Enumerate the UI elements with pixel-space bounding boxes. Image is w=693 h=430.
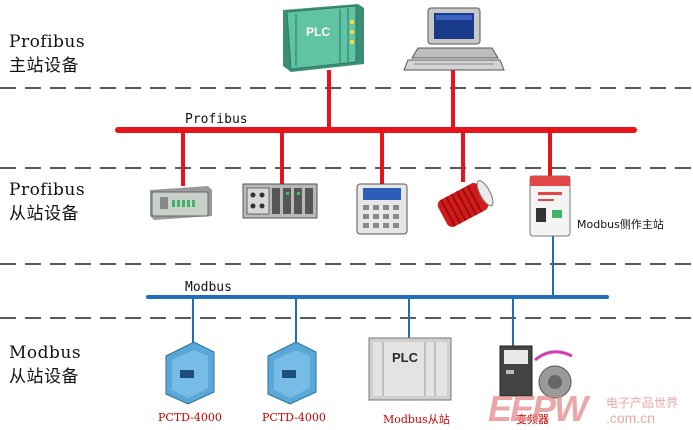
modular-plc-icon: [242, 183, 318, 219]
gateway-caption: Modbus侧作主站: [577, 218, 664, 231]
tier-label-master-line1: Profibus: [9, 32, 86, 52]
io-module-icon: [150, 186, 212, 220]
hmi-panel-icon: [356, 183, 408, 235]
tier-label-modbus-line1: Modbus: [9, 343, 82, 363]
device-caption-pctd-2: PCTD-4000: [262, 411, 326, 424]
gateway-icon: [529, 175, 571, 237]
device-caption-modbus-slave: Modbus从站: [383, 413, 450, 426]
watermark-logo: EEPW: [488, 388, 588, 429]
profibus-bus: [115, 70, 637, 186]
computer-icon: [403, 7, 505, 71]
tier-label-modbus: Modbus 从站设备: [9, 341, 81, 389]
motor-icon: [437, 180, 494, 227]
modbus-bus: [146, 236, 609, 346]
plc-master-label: PLC: [306, 25, 330, 39]
tier-label-master-line2: 主站设备: [9, 56, 79, 76]
modbus-bus-label: Modbus: [185, 280, 232, 295]
device-caption-pctd-1: PCTD-4000: [158, 411, 222, 424]
plc-slave-label: PLC: [392, 350, 419, 365]
plc-master-icon: PLC: [283, 4, 364, 72]
vfd-drive-icon: [499, 345, 573, 399]
tier-label-modbus-line2: 从站设备: [9, 367, 79, 387]
watermark-site: .com.cn: [606, 410, 656, 426]
tier-label-master: Profibus 主站设备: [9, 30, 85, 78]
pctd-module-icon: [267, 341, 317, 405]
tier-label-slave-line2: 从站设备: [9, 204, 79, 224]
pctd-module-icon: [165, 341, 215, 405]
watermark-tagline: 电子产品世界: [606, 396, 679, 410]
tier-label-slave: Profibus 从站设备: [9, 178, 85, 226]
profibus-bus-label: Profibus: [185, 112, 248, 127]
tier-label-slave-line1: Profibus: [9, 180, 86, 200]
plc-slave-icon: PLC: [368, 337, 452, 401]
device-caption-vfd: 变频器: [516, 413, 549, 426]
